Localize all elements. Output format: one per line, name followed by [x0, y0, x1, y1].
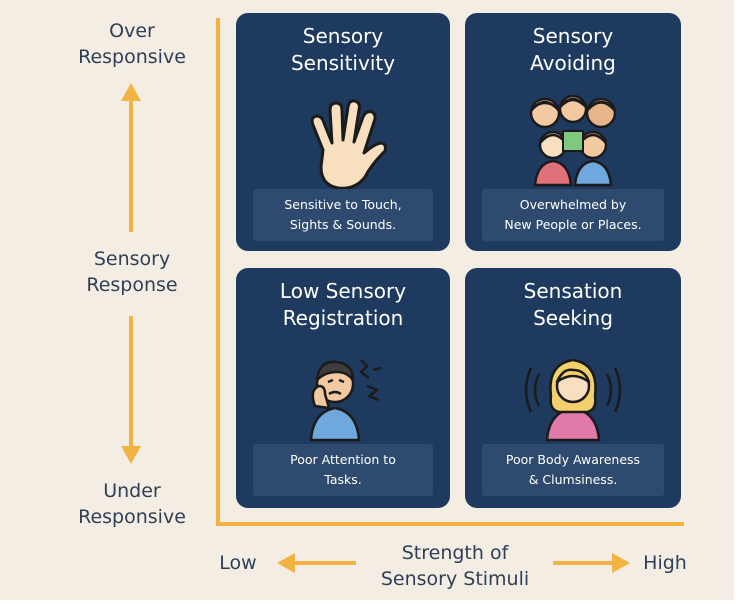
quadrant-title-line-2: Avoiding — [530, 51, 616, 75]
quadrant-title-line-2: Registration — [282, 306, 404, 330]
quadrant-description-line-1: Overwhelmed by — [519, 197, 627, 212]
quadrant-description-line-1: Sensitive to Touch, — [284, 197, 402, 212]
quadrant-description: Poor Body Awareness & Clumsiness. — [482, 444, 664, 496]
up-arrow-head — [121, 83, 141, 101]
x-axis-title-line-1: Strength of — [401, 542, 509, 564]
y-axis-line — [216, 18, 220, 526]
quadrant-title: Low Sensory Registration — [236, 278, 450, 332]
quadrant-low-sensory-registration: Low Sensory Registration Poor Attention … — [236, 268, 450, 508]
quadrant-sensory-avoiding: Sensory Avoiding Overwhelmed by — [465, 13, 681, 251]
down-arrow-head — [121, 446, 141, 464]
left-arrow-head — [277, 553, 295, 573]
woman-with-sound-waves-icon — [524, 358, 622, 442]
x-axis-line — [216, 522, 684, 526]
quadrant-description: Sensitive to Touch, Sights & Sounds. — [253, 189, 433, 241]
quadrant-title-line-1: Sensory — [532, 24, 614, 48]
quadrant-description: Poor Attention to Tasks. — [253, 444, 433, 496]
quadrant-title: Sensation Seeking — [465, 278, 681, 332]
quadrant-title-line-1: Low Sensory — [279, 279, 407, 303]
quadrant-title-line-2: Seeking — [533, 306, 613, 330]
quadrant-title-line-1: Sensation — [523, 279, 623, 303]
crowd-icon — [529, 94, 617, 187]
quadrant-title: Sensory Sensitivity — [236, 23, 450, 77]
quadrant-description-line-1: Poor Body Awareness — [505, 452, 641, 467]
quadrant-description: Overwhelmed by New People or Places. — [482, 189, 664, 241]
y-axis-top-label: Over Responsive — [62, 18, 202, 70]
quadrant-title-line-2: Sensitivity — [290, 51, 396, 75]
y-axis-top-label-line-2: Responsive — [78, 46, 186, 68]
quadrant-description-line-1: Poor Attention to — [290, 452, 396, 467]
quadrant-title-line-1: Sensory — [302, 24, 384, 48]
x-axis-left-label: Low — [219, 552, 257, 574]
x-axis-right-label: High — [643, 552, 687, 574]
open-hand-icon — [310, 99, 387, 190]
quadrant-description-line-2: Sights & Sounds. — [289, 217, 397, 232]
y-axis-title: Sensory Response — [62, 246, 202, 298]
quadrant-sensory-sensitivity: Sensory Sensitivity Sensitive to Touch, … — [236, 13, 450, 251]
y-axis-title-line-1: Sensory — [93, 248, 171, 270]
y-axis-bottom-label-line-1: Under — [103, 480, 161, 502]
quadrant-description-line-2: New People or Places. — [504, 217, 642, 232]
y-axis-top-label-line-1: Over — [109, 20, 155, 42]
x-axis-title-line-2: Sensory Stimuli — [380, 568, 530, 590]
x-axis-title: Strength of Sensory Stimuli — [355, 540, 555, 592]
quadrant-sensation-seeking: Sensation Seeking Poor Body Awareness & … — [465, 268, 681, 508]
right-arrow-head — [612, 553, 630, 573]
y-axis-bottom-label-line-2: Responsive — [78, 506, 186, 528]
quadrant-description-line-2: Tasks. — [324, 472, 362, 487]
y-axis-title-line-2: Response — [86, 274, 178, 296]
quadrant-description-line-2: & Clumsiness. — [528, 472, 618, 487]
quadrant-title: Sensory Avoiding — [465, 23, 681, 77]
confused-person-icon — [309, 359, 382, 442]
y-axis-bottom-label: Under Responsive — [62, 478, 202, 530]
